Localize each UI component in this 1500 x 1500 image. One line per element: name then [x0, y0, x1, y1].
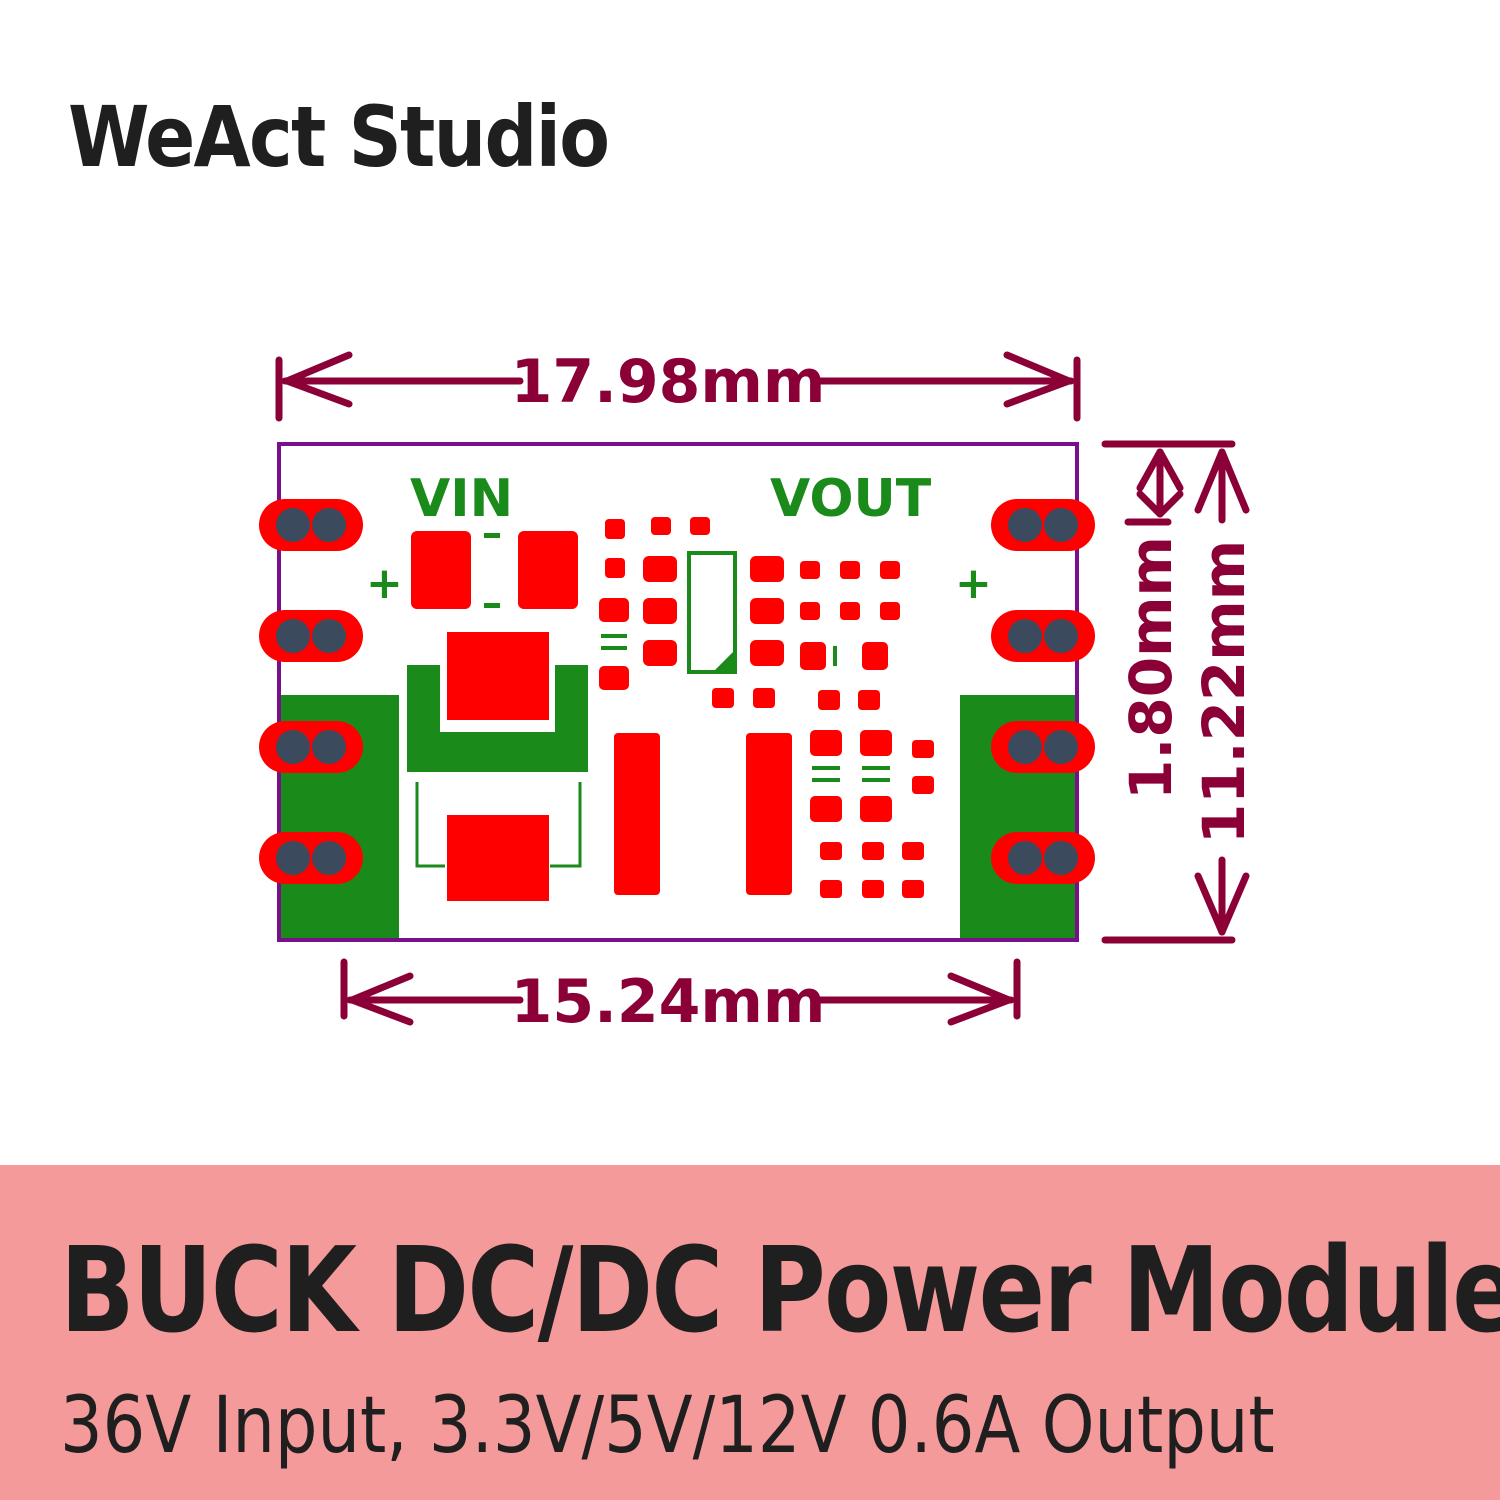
- silk-mark: [812, 778, 840, 782]
- inductor-silkscreen: [407, 665, 588, 772]
- smd-pad: [605, 558, 625, 578]
- smd-pad: [750, 556, 784, 582]
- smd-pad: [912, 776, 934, 794]
- smd-pad: [840, 561, 860, 579]
- smd-pad: [800, 561, 820, 579]
- inductor-pad-top: [447, 632, 549, 720]
- smd-pad: [643, 598, 677, 624]
- output-cap-pad-left: [614, 733, 660, 895]
- smd-pad: [690, 517, 710, 535]
- smd-pad: [880, 561, 900, 579]
- smd-pad: [651, 517, 671, 535]
- pin-offset-dimension: [1124, 448, 1184, 526]
- right-pin-pad-4: [991, 832, 1095, 884]
- smd-pad: [840, 602, 860, 620]
- smd-pad: [820, 880, 842, 898]
- right-pin-pad-1: [991, 499, 1095, 551]
- ic-pin1-mark: [713, 650, 735, 672]
- smd-pad: [912, 740, 934, 758]
- vout-plus-label: +: [955, 558, 992, 609]
- left-pin-pad-1: [259, 499, 363, 551]
- smd-pad: [862, 642, 888, 670]
- input-cap-mark-top: [484, 533, 500, 538]
- right-pin-pad-2: [991, 610, 1095, 662]
- smd-pad: [643, 640, 677, 666]
- input-cap-mark-bottom: [484, 603, 500, 608]
- inductor-outline: [415, 782, 582, 868]
- smd-pad: [902, 880, 924, 898]
- smd-pad: [605, 519, 625, 539]
- vin-plus-label: +: [366, 558, 403, 609]
- smd-pad: [599, 598, 629, 622]
- left-pin-pad-3: [259, 721, 363, 773]
- input-cap-pad-left: [411, 531, 471, 609]
- smd-pad: [858, 690, 880, 710]
- board-width-label: 17.98mm: [511, 347, 826, 417]
- smd-pad: [712, 688, 734, 708]
- silk-mark: [601, 634, 627, 638]
- smd-pad: [810, 730, 842, 756]
- smd-pad: [753, 688, 775, 708]
- smd-pad: [800, 602, 820, 620]
- smd-pad: [902, 842, 924, 860]
- smd-pad: [750, 598, 784, 624]
- product-title: BUCK DC/DC Power Module: [60, 1221, 1500, 1359]
- output-cap-pad-right: [746, 733, 792, 895]
- board-width-dimension: [275, 351, 1081, 422]
- silk-mark: [812, 766, 840, 770]
- pin-offset-label: 1.80mm: [1117, 536, 1185, 800]
- silk-mark: [862, 778, 890, 782]
- right-pin-pad-3: [991, 721, 1095, 773]
- silk-mark: [833, 646, 837, 666]
- vin-label: VIN: [410, 469, 513, 529]
- smd-pad: [643, 556, 677, 582]
- inductor-pad-bottom: [447, 815, 549, 901]
- smd-pad: [810, 796, 842, 822]
- pin-span-label: 15.24mm: [511, 967, 826, 1037]
- board-outline: [277, 442, 1079, 942]
- smd-pad: [800, 642, 826, 670]
- ic-outline: [687, 551, 737, 674]
- silk-mark: [601, 646, 627, 650]
- silk-mark: [862, 766, 890, 770]
- smd-pad: [599, 666, 629, 690]
- input-cap-pad-right: [518, 531, 578, 609]
- smd-pad: [860, 796, 892, 822]
- smd-pad: [820, 842, 842, 860]
- smd-pad: [862, 842, 884, 860]
- board-height-label: 11.22mm: [1190, 540, 1258, 844]
- product-subtitle: 36V Input, 3.3V/5V/12V 0.6A Output: [60, 1381, 1275, 1471]
- vout-label: VOUT: [770, 469, 932, 529]
- smd-pad: [880, 602, 900, 620]
- smd-pad: [862, 880, 884, 898]
- smd-pad: [818, 690, 840, 710]
- smd-pad: [750, 640, 784, 666]
- footer-banner: BUCK DC/DC Power Module 36V Input, 3.3V/…: [0, 1165, 1500, 1500]
- pcb-dimension-diagram: VIN VOUT + + 17.98mm 15.24mm 11.22mm: [259, 347, 1258, 1037]
- left-pin-pad-4: [259, 832, 363, 884]
- brand-title: WeAct Studio: [68, 88, 610, 186]
- smd-pad: [860, 730, 892, 756]
- left-pin-pad-2: [259, 610, 363, 662]
- pin-span-dimension: [340, 958, 1021, 1026]
- board-height-dimension: [1101, 440, 1250, 944]
